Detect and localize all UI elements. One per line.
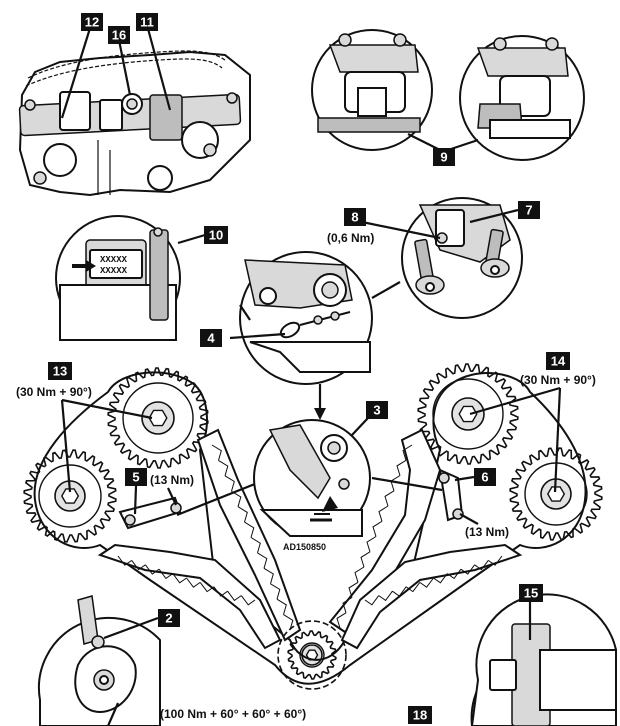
marking-line-1: XXXXX [100, 255, 128, 265]
bracket-5 [118, 496, 182, 530]
leader-crank-torque [106, 702, 120, 726]
gear-set [23, 363, 603, 680]
figure-code: AD150850 [283, 542, 326, 552]
svg-text:4: 4 [207, 331, 215, 346]
leader-5-torque [167, 487, 177, 506]
svg-text:15: 15 [524, 586, 538, 601]
leader-13a [60, 399, 72, 493]
badge-8: 8 [344, 208, 366, 226]
connector-circle4-to-circle7 [371, 281, 401, 299]
badge-7: 7 [518, 201, 540, 219]
badge-5: 5 [125, 468, 147, 486]
torque-crank: (100 Nm + 60° + 60° + 60°) [160, 707, 306, 721]
connector-4-to-7 [239, 304, 251, 321]
leader-14b [553, 387, 562, 493]
tensioner-rail-left [97, 543, 282, 650]
svg-text:10: 10 [209, 228, 223, 243]
leader-11 [145, 24, 172, 111]
torque-14: (30 Nm + 90°) [520, 373, 596, 387]
detail-circle-7-8 [401, 197, 523, 319]
leader-6 [454, 475, 475, 482]
crank-highlight-circle [277, 620, 347, 690]
svg-text:9: 9 [440, 150, 447, 165]
svg-text:12: 12 [85, 15, 99, 30]
badge-18: 18 [408, 706, 432, 724]
badge-16: 16 [108, 26, 130, 44]
detail-circle-3 [253, 419, 371, 537]
leader-14a [469, 386, 561, 416]
leader-10 [177, 233, 206, 245]
svg-text:6: 6 [481, 470, 488, 485]
leader-6-torque [459, 513, 479, 525]
badge-15: 15 [519, 584, 543, 602]
svg-text:16: 16 [112, 28, 126, 43]
guide-rail-left [196, 428, 302, 642]
connector-5-to-3 [176, 480, 261, 517]
leader-7 [469, 208, 519, 224]
svg-text:3: 3 [373, 403, 380, 418]
svg-text:13: 13 [53, 364, 67, 379]
torque-8: (0,6 Nm) [327, 231, 374, 245]
torque-5: (13 Nm) [150, 473, 194, 487]
detail-circle-2 [37, 595, 161, 726]
badge-3: 3 [366, 401, 388, 419]
badge-6: 6 [474, 468, 496, 486]
badge-13: 13 [48, 362, 72, 380]
badge-12: 12 [81, 13, 103, 31]
sprocket-left-lower [23, 449, 117, 543]
badge-9: 9 [433, 148, 455, 166]
bracket-6 [438, 468, 464, 522]
torque-13: (30 Nm + 90°) [16, 385, 92, 399]
svg-text:11: 11 [140, 15, 154, 30]
leader-5 [133, 485, 138, 515]
badge-10: 10 [204, 226, 228, 244]
svg-text:8: 8 [351, 210, 358, 225]
detail-circle-4 [239, 251, 373, 385]
svg-text:7: 7 [525, 203, 532, 218]
svg-text:2: 2 [165, 611, 172, 626]
badge-2: 2 [158, 609, 180, 627]
detail-circle-9-left [311, 29, 433, 151]
leader-9a [407, 133, 441, 151]
detail-circle-9-right [459, 35, 585, 161]
svg-text:14: 14 [551, 354, 566, 369]
torque-6: (13 Nm) [465, 525, 509, 539]
sprocket-left-upper [107, 367, 209, 469]
sprocket-right-upper [417, 363, 519, 465]
leader-2 [103, 616, 159, 640]
leader-12 [60, 24, 93, 119]
svg-text:18: 18 [413, 708, 427, 723]
cylinder-head-view [18, 50, 251, 197]
marking-line-2: XXXXX [100, 266, 128, 276]
leader-13b [61, 398, 153, 420]
sprocket-crank [287, 630, 337, 680]
badge-11: 11 [136, 13, 158, 31]
svg-text:5: 5 [132, 470, 139, 485]
leader-8 [361, 220, 441, 240]
leader-3 [351, 417, 369, 436]
detail-circle-10: XXXXX XXXXX [55, 215, 181, 341]
connector-6-to-3 [371, 476, 443, 492]
leader-16 [116, 34, 132, 96]
badge-4: 4 [200, 329, 222, 347]
sprocket-right-lower [509, 447, 603, 541]
detail-circle-15 [470, 593, 617, 726]
badge-14: 14 [546, 352, 570, 370]
leader-4 [229, 332, 286, 340]
